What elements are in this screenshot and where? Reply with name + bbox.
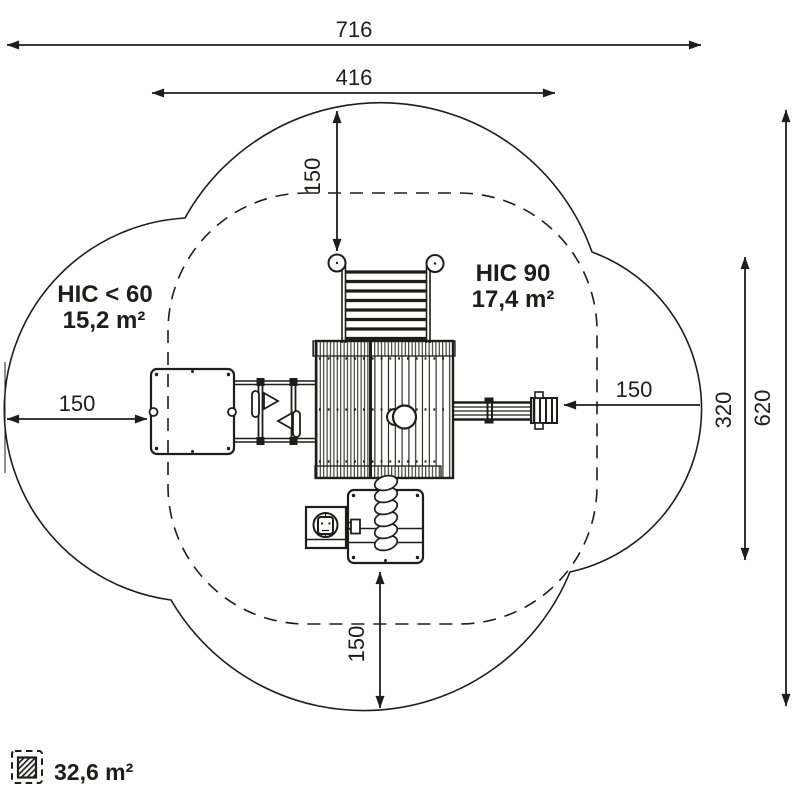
dimension-equipment-height: 320 [711,256,750,561]
dimension-equipment-width: 416 [151,65,556,98]
dimension-top-clearance: 150 [300,110,342,252]
dim-top-clearance-value: 150 [300,158,325,195]
climbing-bridge [234,378,318,445]
hic90-label: HIC 90 [476,260,551,287]
legend: 32,6 m² [11,750,134,785]
spiral-climber [373,474,399,552]
main-platform [312,339,456,480]
dim-overall-width-value: 716 [336,17,373,42]
hic60-area: 15,2 m² [63,307,146,334]
dimension-overall-height: 620 [750,109,791,707]
climb-hold-right [292,410,301,438]
dim-equipment-height-value: 320 [711,392,736,429]
dim-left-clearance-value: 150 [59,391,96,416]
play-panel [304,505,361,550]
legend-area-value: 32,6 m² [54,759,134,785]
fireman-pole-hole [391,404,418,430]
hatched-square-icon [11,750,43,784]
hic90-zone-label: HIC 90 17,4 m² [472,260,555,313]
hic60-label: HIC < 60 [57,281,152,308]
playground-equipment [148,253,558,565]
climb-hold-triangle-left [276,411,293,431]
dim-overall-height-value: 620 [750,390,775,427]
dim-equipment-width-value: 416 [336,65,373,90]
hic90-area: 17,4 m² [472,286,555,313]
dimension-left-clearance: 150 [4,362,148,473]
left-platform [148,367,237,456]
hic60-zone-label: HIC < 60 15,2 m² [57,281,152,334]
dim-bottom-clearance-value: 150 [344,626,369,663]
climb-hold-left [251,390,260,418]
dim-right-clearance-value: 150 [616,377,653,402]
ladder [327,253,445,343]
dimension-right-clearance: 150 [563,377,700,410]
dimension-bottom-clearance: 150 [344,571,385,709]
slide [453,391,558,430]
dimension-overall-width: 716 [6,17,702,50]
hatched-square-icon-fill [16,756,38,779]
climb-hold-triangle-right [263,391,280,411]
